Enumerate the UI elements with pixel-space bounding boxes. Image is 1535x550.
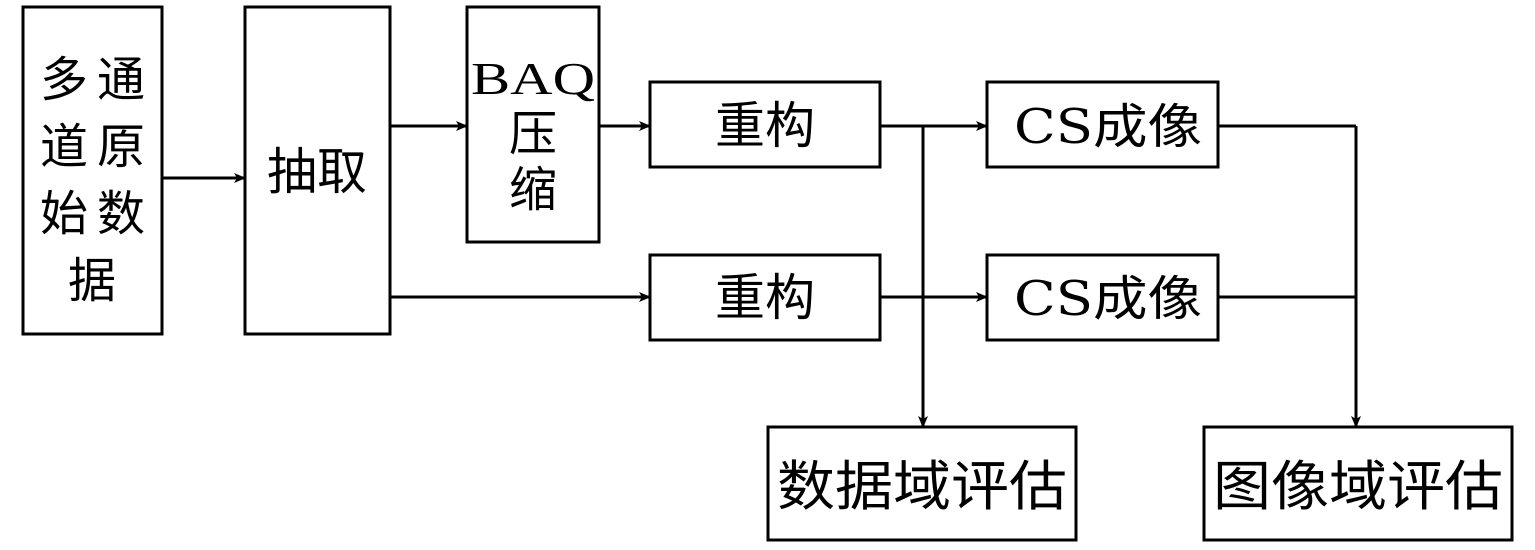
image-domain-eval-box (1202, 425, 1514, 542)
baq-node: BAQ 压 缩 (465, 5, 601, 244)
raw-data-node: 多 通 道 原 始 数 据 (21, 5, 164, 336)
data-domain-eval-node: 数据域评估 (766, 425, 1078, 542)
extract-box (243, 5, 392, 336)
extract-label: 抽取 (267, 143, 367, 201)
reconstruct-bottom-node: 重构 (648, 253, 882, 342)
reconstruct-top-box (648, 80, 882, 169)
raw-data-char: 原 (97, 119, 145, 175)
cs-imaging-top-node: CS成像 (985, 80, 1220, 169)
raw-data-box (21, 5, 164, 336)
raw-data-char: 始 (40, 186, 88, 242)
data-domain-eval-box (766, 425, 1078, 542)
image-domain-eval-node: 图像域评估 (1202, 425, 1514, 542)
reconstruct-top-label: 重构 (715, 97, 815, 155)
extract-node: 抽取 (243, 5, 392, 336)
cs-imaging-bottom-label: CS成像 (1014, 271, 1202, 327)
data-domain-eval-label: 数据域评估 (777, 455, 1067, 518)
baq-box (465, 5, 601, 244)
baq-char: 缩 (509, 162, 557, 218)
reconstruct-bottom-label: 重构 (715, 269, 815, 327)
raw-data-char: 道 (40, 119, 88, 175)
connectors (162, 121, 1361, 428)
image-domain-eval-label: 图像域评估 (1213, 455, 1503, 518)
raw-data-char: 多 (40, 52, 88, 108)
raw-data-char: 数 (97, 186, 145, 242)
baq-label: BAQ (471, 53, 595, 104)
reconstruct-top-node: 重构 (648, 80, 882, 169)
raw-data-char: 据 (68, 253, 116, 309)
cs-imaging-bottom-box (985, 253, 1220, 342)
cs-imaging-top-box (985, 80, 1220, 169)
cs-imaging-top-label: CS成像 (1014, 99, 1202, 155)
cs-imaging-bottom-node: CS成像 (985, 253, 1220, 342)
raw-data-char: 通 (97, 52, 145, 108)
reconstruct-bottom-box (648, 253, 882, 342)
baq-char: 压 (509, 106, 557, 162)
